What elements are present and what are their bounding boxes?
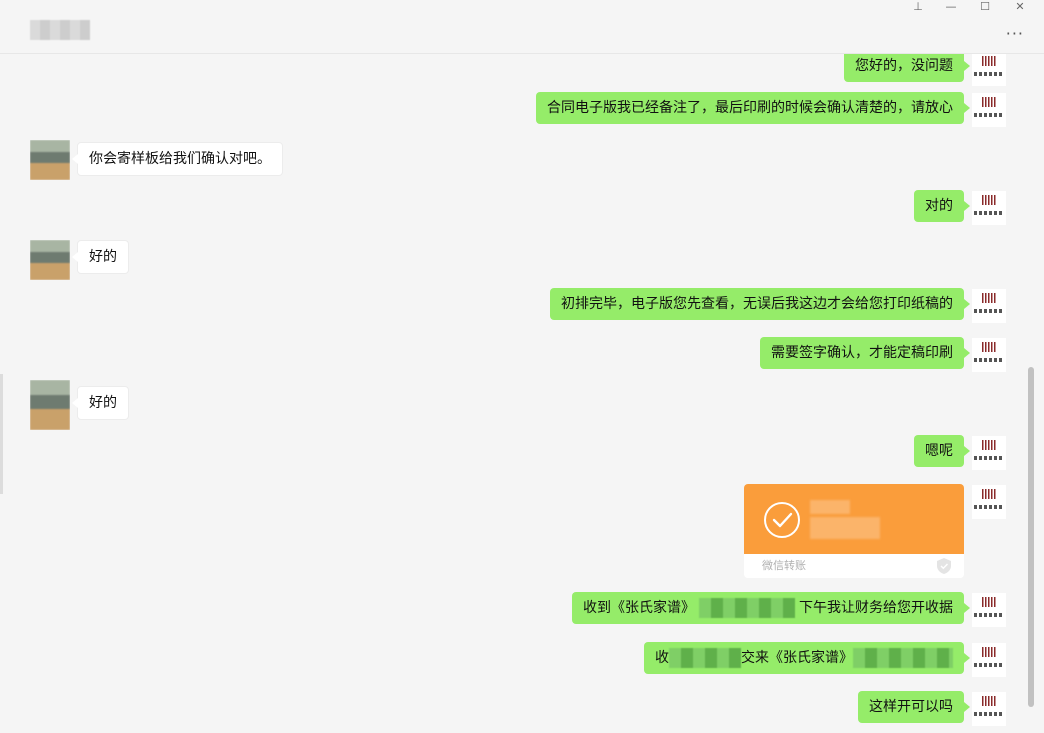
check-circle-icon bbox=[764, 502, 800, 538]
contact-avatar[interactable] bbox=[30, 140, 70, 180]
contact-avatar[interactable] bbox=[30, 380, 70, 430]
message-bubble[interactable]: 你会寄样板给我们确认对吧。 bbox=[72, 142, 283, 176]
minimize-button[interactable]: — bbox=[945, 0, 957, 13]
message-bubble[interactable]: 收到《张氏家谱》 下午我让财务给您开收据 bbox=[572, 592, 970, 624]
close-button[interactable]: ✕ bbox=[1015, 0, 1025, 13]
transfer-card-footer: 微信转账 bbox=[744, 554, 964, 578]
transfer-note-redacted bbox=[810, 517, 880, 539]
scrollbar-thumb[interactable] bbox=[1028, 367, 1034, 707]
message-row: 对的 bbox=[0, 190, 1044, 226]
chat-title-redacted bbox=[30, 20, 90, 40]
my-avatar[interactable] bbox=[972, 54, 1006, 86]
message-text: 下午我让财务给您开收据 bbox=[799, 600, 953, 616]
message-row: 合同电子版我已经备注了，最后印刷的时候会确认清楚的，请放心 bbox=[0, 92, 1044, 128]
my-avatar[interactable] bbox=[972, 643, 1006, 677]
message-row: 初排完毕，电子版您先查看，无误后我这边才会给您打印纸稿的 bbox=[0, 288, 1044, 324]
my-avatar[interactable] bbox=[972, 485, 1006, 519]
redacted-text bbox=[853, 648, 953, 668]
message-text: 交来《张氏家谱》 bbox=[741, 650, 853, 666]
my-avatar[interactable] bbox=[972, 191, 1006, 225]
message-row: 好的 bbox=[0, 380, 1044, 430]
message-bubble[interactable]: 好的 bbox=[72, 240, 129, 274]
redacted-text bbox=[669, 648, 741, 668]
my-avatar[interactable] bbox=[972, 338, 1006, 372]
my-avatar[interactable] bbox=[972, 692, 1006, 726]
maximize-button[interactable]: ☐ bbox=[980, 0, 990, 13]
message-bubble[interactable]: 初排完毕，电子版您先查看，无误后我这边才会给您打印纸稿的 bbox=[550, 288, 970, 320]
message-row: 您好的，没问题 bbox=[0, 54, 1044, 86]
pin-icon[interactable]: ⊥ bbox=[913, 0, 923, 13]
message-row: 收到《张氏家谱》 下午我让财务给您开收据 bbox=[0, 592, 1044, 628]
message-row: 需要签字确认，才能定稿印刷 bbox=[0, 337, 1044, 373]
transfer-card[interactable]: 微信转账 bbox=[744, 484, 964, 578]
transfer-card-header bbox=[744, 484, 964, 554]
title-bar: ⊥ — ☐ ✕ ··· bbox=[0, 0, 1044, 54]
shield-icon bbox=[937, 558, 951, 574]
my-avatar[interactable] bbox=[972, 93, 1006, 127]
my-avatar[interactable] bbox=[972, 593, 1006, 627]
message-bubble[interactable]: 需要签字确认，才能定稿印刷 bbox=[760, 337, 970, 369]
message-row: 好的 bbox=[0, 240, 1044, 280]
message-row: 微信转账 bbox=[0, 484, 1044, 580]
more-options-button[interactable]: ··· bbox=[1005, 24, 1024, 43]
my-avatar[interactable] bbox=[972, 289, 1006, 323]
message-row: 嗯呢 bbox=[0, 435, 1044, 471]
message-row: 收 交来《张氏家谱》 bbox=[0, 642, 1044, 678]
redacted-text bbox=[699, 598, 795, 618]
message-row: 这样开可以吗 bbox=[0, 691, 1044, 727]
message-bubble[interactable]: 这样开可以吗 bbox=[858, 691, 970, 723]
message-bubble[interactable]: 您好的，没问题 bbox=[844, 54, 970, 82]
message-row: 你会寄样板给我们确认对吧。 bbox=[0, 140, 1044, 180]
message-bubble[interactable]: 好的 bbox=[72, 386, 129, 420]
message-list[interactable]: 您好的，没问题 合同电子版我已经备注了，最后印刷的时候会确认清楚的，请放心 你会… bbox=[0, 54, 1044, 733]
message-bubble[interactable]: 收 交来《张氏家谱》 bbox=[644, 642, 970, 674]
my-avatar[interactable] bbox=[972, 436, 1006, 470]
contact-avatar[interactable] bbox=[30, 240, 70, 280]
message-bubble[interactable]: 对的 bbox=[914, 190, 970, 222]
message-text: 收到《张氏家谱》 bbox=[583, 600, 695, 616]
message-bubble[interactable]: 合同电子版我已经备注了，最后印刷的时候会确认清楚的，请放心 bbox=[536, 92, 970, 124]
transfer-label: 微信转账 bbox=[762, 559, 806, 572]
message-bubble[interactable]: 嗯呢 bbox=[914, 435, 970, 467]
transfer-amount-redacted bbox=[810, 500, 850, 514]
left-panel-edge bbox=[0, 374, 3, 494]
message-text: 收 bbox=[655, 650, 669, 666]
